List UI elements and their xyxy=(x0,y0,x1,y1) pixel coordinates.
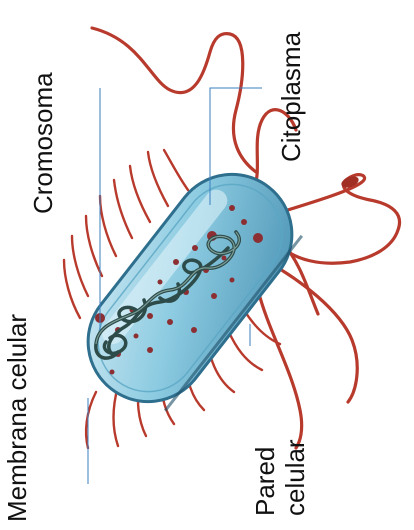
flagellum-bottom-long xyxy=(258,290,302,448)
label-citoplasma: Citoplasma xyxy=(278,32,304,162)
label-membrana-celular: Membrana celular xyxy=(4,314,30,522)
label-pared-celular-line1: Pared xyxy=(252,447,278,516)
flagellum-bottom-right xyxy=(268,262,357,402)
flagellum-top-left xyxy=(92,28,256,172)
cell-wall xyxy=(64,150,316,426)
cell-body xyxy=(64,150,316,426)
label-pared-celular-line2: celular xyxy=(282,439,308,516)
label-cromosoma: Cromosoma xyxy=(30,72,56,214)
